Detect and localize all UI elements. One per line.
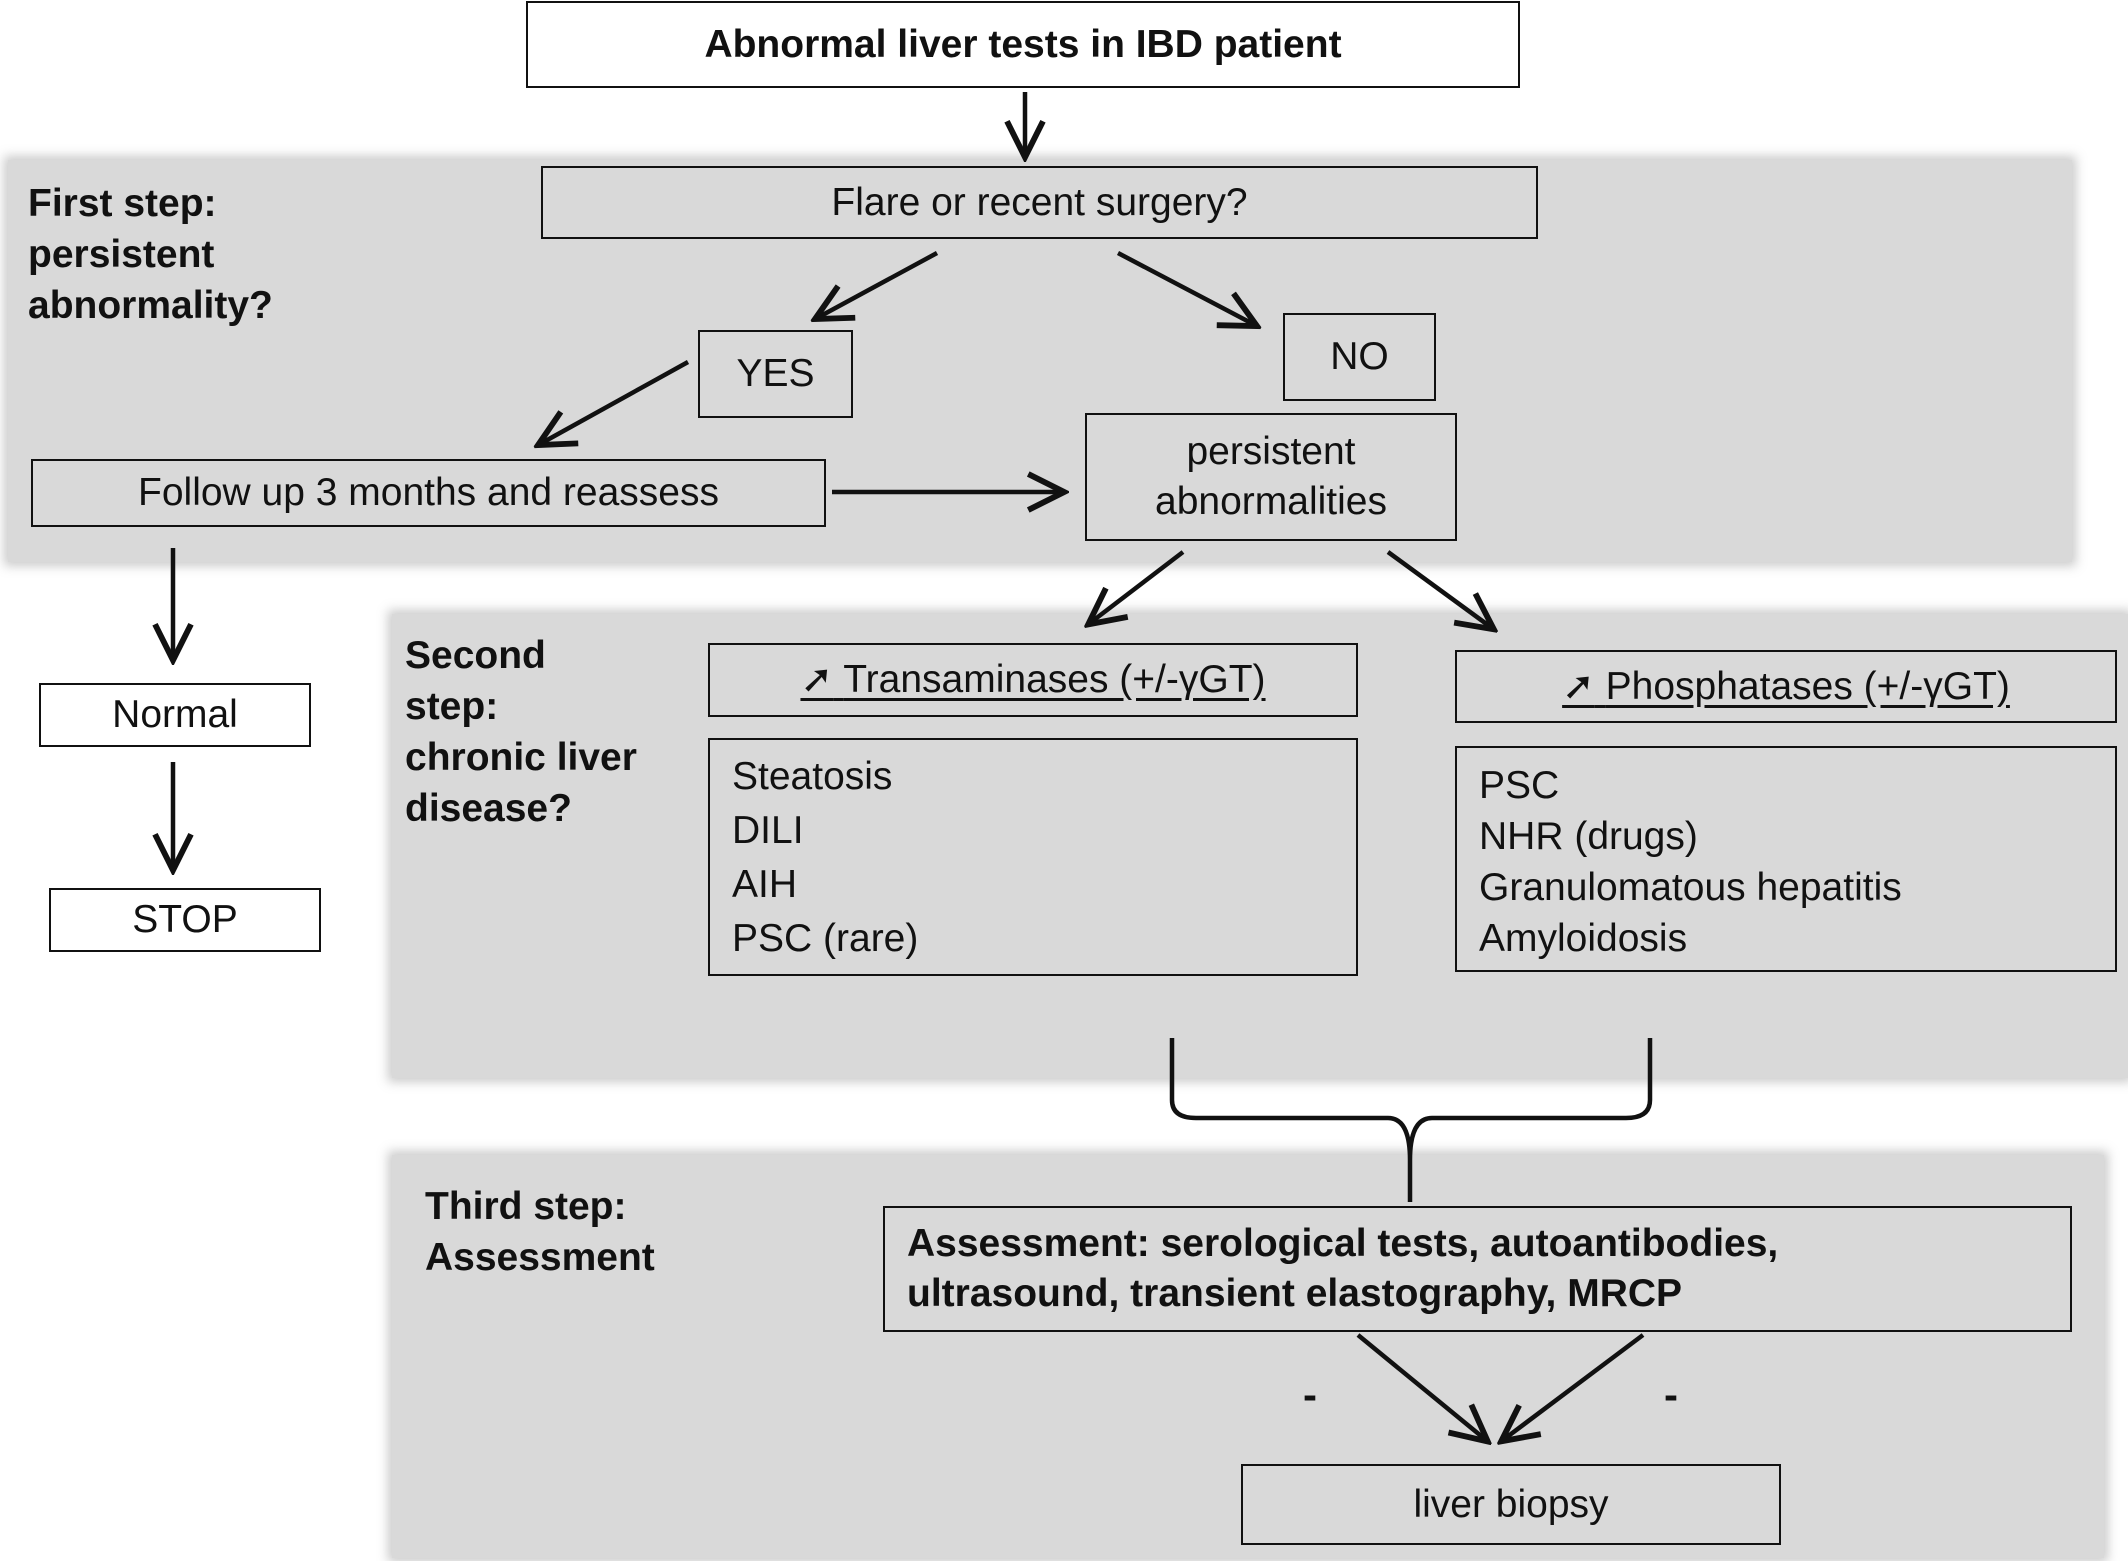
up-right-arrow-icon: ➚ <box>800 658 834 702</box>
transaminases-list: Steatosis DILI AIH PSC (rare) <box>708 738 1358 976</box>
negative-sign-left: - <box>1303 1371 1317 1418</box>
follow-up-box: Follow up 3 months and reassess <box>31 459 826 527</box>
no-box: NO <box>1283 313 1436 401</box>
list-item: Granulomatous hepatitis <box>1479 866 1902 909</box>
list-item: Steatosis <box>732 755 893 798</box>
arrow-persistent-to-phosphatases <box>1386 550 1492 628</box>
list-item: Amyloidosis <box>1479 917 1688 960</box>
second-step-label: Second step: chronic liver disease? <box>405 634 637 830</box>
merge-brace <box>1169 1038 1653 1202</box>
first-step-label: First step: persistent abnormality? <box>28 182 273 327</box>
list-item: DILI <box>732 809 804 852</box>
up-right-arrow-icon: ➚ <box>1562 664 1595 708</box>
title-box: Abnormal liver tests in IBD patient <box>526 1 1520 88</box>
yes-box: YES <box>698 330 853 418</box>
phosphatases-header: ➚ Phosphatases (+/-γGT) <box>1455 650 2117 723</box>
arrow-question-to-yes <box>817 251 939 318</box>
list-item: PSC <box>1479 764 1560 807</box>
assessment-box: Assessment: serological tests, autoantib… <box>883 1206 2072 1332</box>
transaminases-header: ➚ Transaminases (+/-γGT) <box>708 643 1358 717</box>
arrow-yes-to-follow-up <box>540 360 690 444</box>
liver-biopsy-box: liver biopsy <box>1241 1464 1781 1545</box>
arrow-question-to-no <box>1116 251 1255 325</box>
flare-question-box: Flare or recent surgery? <box>541 166 1538 239</box>
negative-sign-right: - <box>1664 1371 1678 1418</box>
list-item: PSC (rare) <box>732 917 919 960</box>
arrow-assessment-to-biopsy-right <box>1503 1333 1645 1440</box>
title-text: Abnormal liver tests in IBD patient <box>704 22 1342 66</box>
stop-box: STOP <box>49 888 321 952</box>
arrow-assessment-to-biopsy-left <box>1356 1333 1486 1440</box>
third-step-label: Third step: Assessment <box>425 1185 655 1279</box>
list-item: NHR (drugs) <box>1479 815 1698 858</box>
phosphatases-list: PSC NHR (drugs) Granulomatous hepatitis … <box>1455 746 2117 972</box>
arrow-persistent-to-transaminases <box>1090 550 1185 623</box>
list-item: AIH <box>732 863 798 906</box>
persistent-abnormalities-box: persistent abnormalities <box>1085 413 1457 541</box>
normal-box: Normal <box>39 683 311 747</box>
